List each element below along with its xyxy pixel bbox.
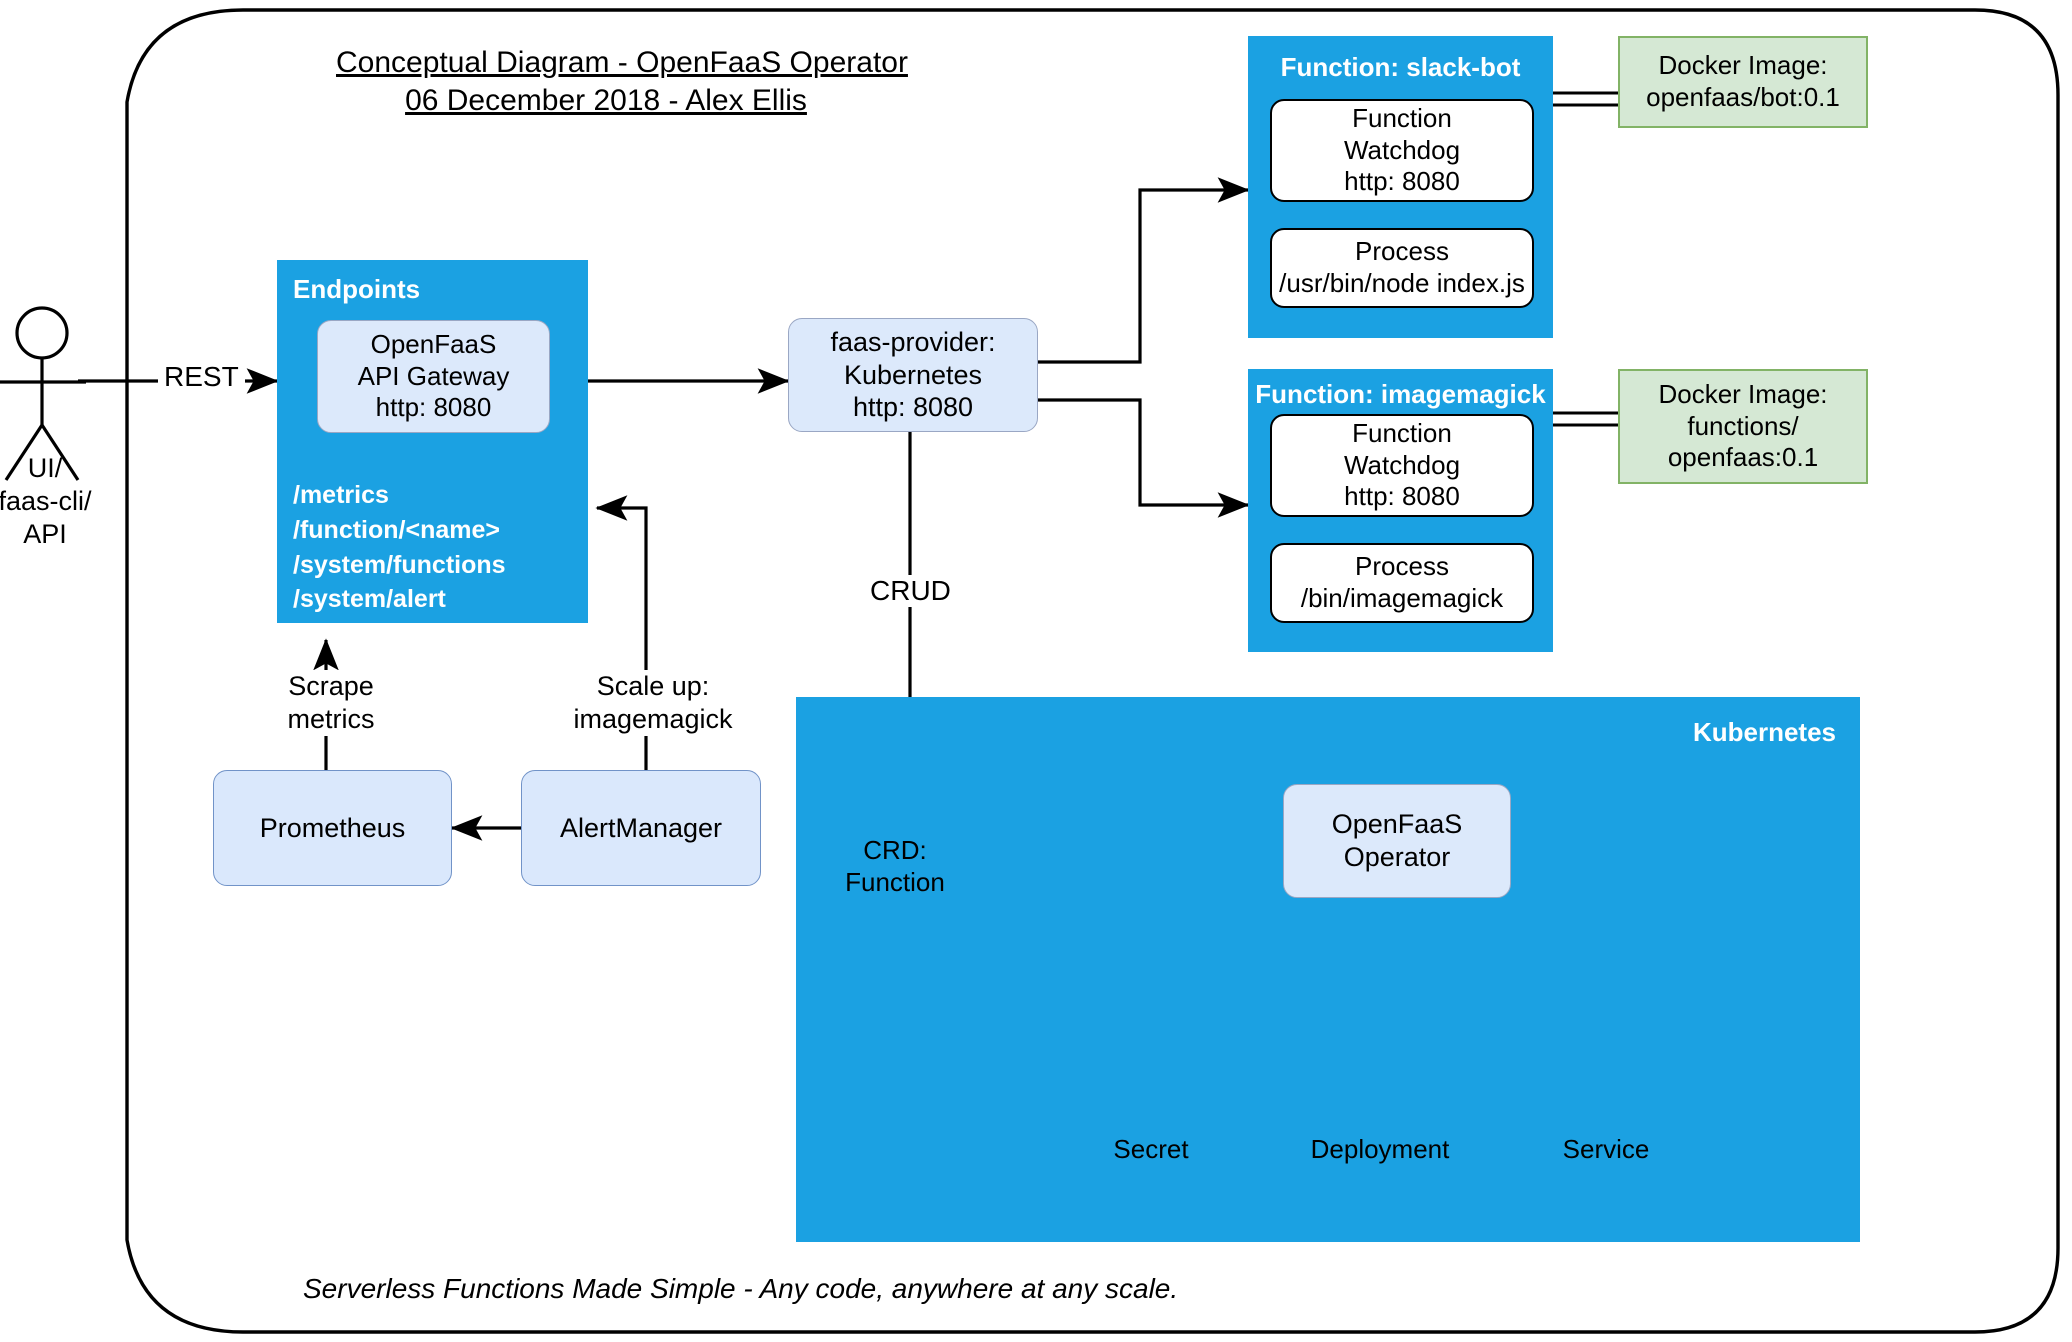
alertmanager-box[interactable]: AlertManager [521,770,761,886]
imagemagick-process-box[interactable]: Process /bin/imagemagick [1270,543,1534,623]
boundary-outline [125,8,2060,1334]
endpoint-path[interactable]: /system/alert [293,585,446,614]
imagemagick-watchdog-box[interactable]: Function Watchdog http: 8080 [1270,414,1534,517]
group-kubernetes-title: Kubernetes [1692,717,1836,747]
group-function-imagemagick-title: Function: imagemagick [1255,379,1546,409]
group-function-slack-bot-title: Function: slack-bot [1280,52,1521,82]
edge-slackbot-to-image [1553,91,1618,107]
diagram-title-line-2: 06 December 2018 - Alex Ellis [405,84,807,118]
edge-label-scrape-metrics: Scrape metrics [256,670,406,736]
resource-label-service[interactable]: Service [1562,1134,1650,1164]
slack-bot-watchdog-box[interactable]: Function Watchdog http: 8080 [1270,99,1534,202]
slack-bot-process-box[interactable]: Process /usr/bin/node index.js [1270,228,1534,308]
endpoints-path-list: /metrics /function/<name> /system/functi… [293,478,583,652]
openfaas-operator-box[interactable]: OpenFaaS Operator [1283,784,1511,898]
crd-function-label[interactable]: CRD: Function [845,835,945,897]
prometheus-box[interactable]: Prometheus [213,770,452,886]
faas-provider-box[interactable]: faas-provider: Kubernetes http: 8080 [788,318,1038,432]
resource-label-deployment[interactable]: Deployment [1310,1134,1450,1164]
diagram-title-line-1: Conceptual Diagram - OpenFaaS Operator [336,46,908,79]
actor-label: UI/ faas-cli/ API [0,453,92,549]
edge-provider-to-slackbot [1037,177,1250,364]
edge-imagemagick-to-image [1553,411,1618,427]
edge-label-rest: REST [158,361,245,393]
openfaas-api-gateway-box[interactable]: OpenFaaS API Gateway http: 8080 [317,320,550,433]
group-endpoints-title: Endpoints [293,274,421,304]
resource-label-secret[interactable]: Secret [1113,1134,1189,1164]
diagram-title: Conceptual Diagram - OpenFaaS Operator 0… [336,44,908,121]
endpoint-path[interactable]: /system/functions [293,550,506,579]
imagemagick-docker-image-box[interactable]: Docker Image: functions/ openfaas:0.1 [1618,369,1868,484]
slack-bot-docker-image-box[interactable]: Docker Image: openfaas/bot:0.1 [1618,36,1868,128]
edge-provider-to-imagemagick [1037,398,1250,518]
endpoint-path[interactable]: /ui [293,620,323,648]
edge-label-scale-up: Scale up: imagemagick [548,670,758,736]
endpoint-path[interactable]: /function/<name> [293,515,500,544]
edge-label-crud: CRUD [862,575,959,607]
endpoint-path[interactable]: /metrics [293,481,389,509]
actor-stick-figure [0,306,86,481]
diagram-footer: Serverless Functions Made Simple - Any c… [303,1273,1179,1304]
